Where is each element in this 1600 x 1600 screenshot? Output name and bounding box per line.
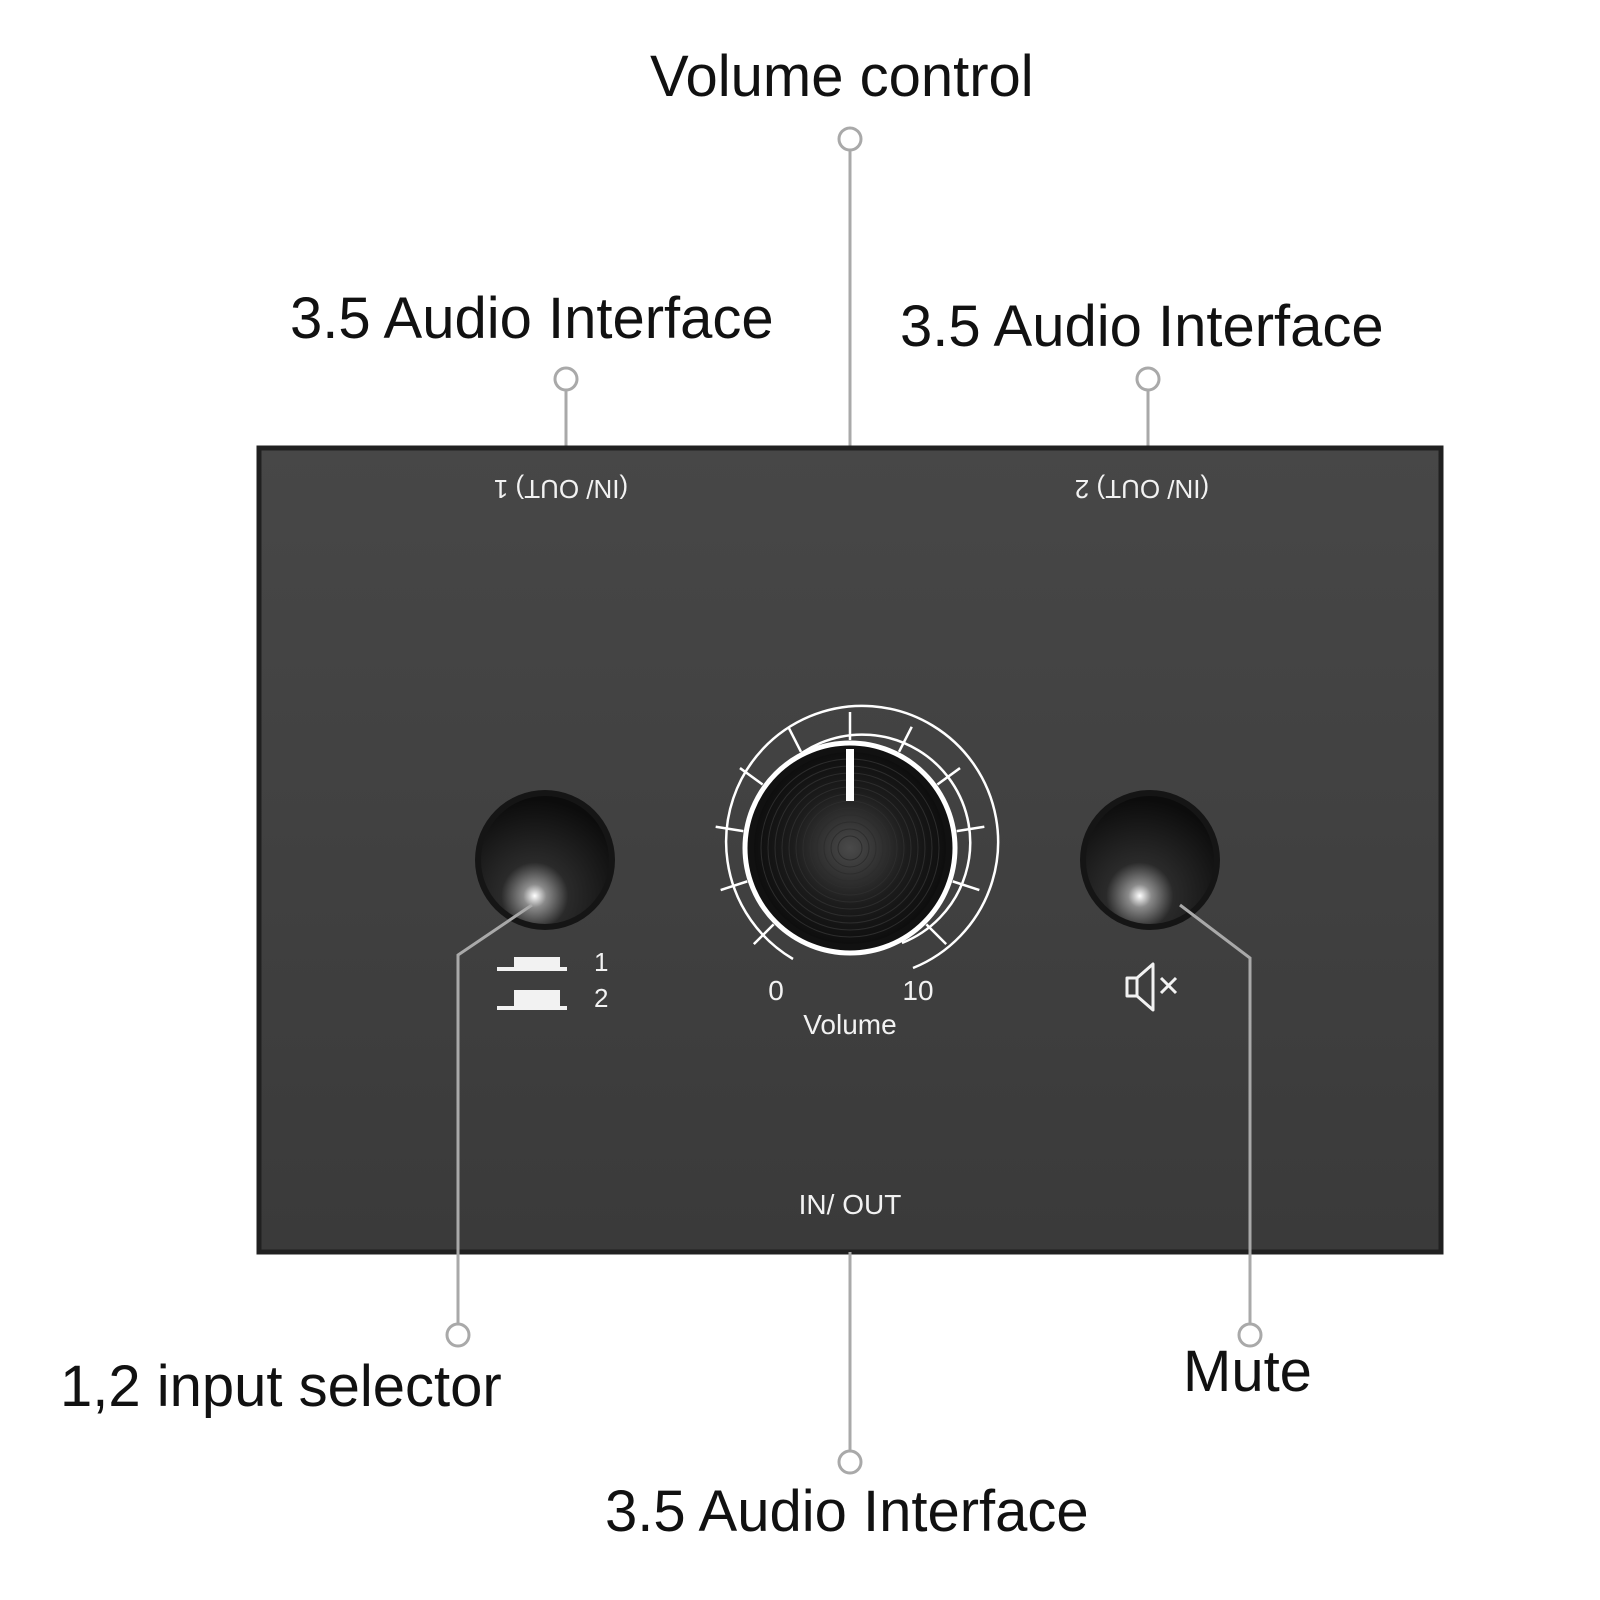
leader-dot-volume [837,126,863,152]
leader-input-selector [456,903,533,1323]
knob-texture-ring [823,821,877,875]
volume-scale-tick [956,825,985,833]
leader-dot-audio-right [1135,366,1161,392]
leader-dot-audio-left [553,366,579,392]
callout-audio-interface-right: 3.5 Audio Interface [900,294,1384,359]
selector-pos-2: 2 [594,983,608,1013]
volume-scale-tick [936,767,961,786]
knob-texture-ring [809,807,891,889]
leader-dot-audio-bottom [837,1449,863,1475]
volume-scale-tick [925,923,948,946]
callout-volume-control: Volume control [650,44,1034,109]
callout-audio-interface-bottom: 3.5 Audio Interface [605,1479,1089,1544]
volume-min-label: 0 [768,975,784,1006]
leader-dots [553,126,1161,392]
volume-scale-tick [897,726,913,753]
volume-scale-tick [739,767,764,786]
selector-pos-1: 1 [594,947,608,977]
lower-leader-dots [445,1322,1263,1475]
bottom-port-label: IN/ OUT [799,1189,902,1220]
volume-label: Volume [803,1009,896,1040]
knob-texture-ring [830,828,870,868]
mute-button[interactable] [1086,796,1214,924]
knob-texture-ring [837,835,863,861]
callout-input-selector: 1,2 input selector [60,1354,502,1419]
leader-mute [1179,903,1252,1323]
callout-audio-interface-left: 3.5 Audio Interface [290,286,774,351]
knob-texture-ring [816,814,884,882]
leader-dot-input-selector [445,1322,471,1348]
selector-position-icon [497,957,567,1010]
port-label-2: (IN/ OUT) 2 [1075,474,1209,504]
volume-scale-tick [752,923,775,946]
lower-leader-lines [456,903,1252,1450]
leader-dot-mute [1237,1322,1263,1348]
volume-scale-tick [720,880,748,892]
volume-scale-tick [715,825,744,833]
volume-scale-tick [952,880,980,892]
port-label-1: (IN/ OUT) 1 [494,474,628,504]
speaker-mute-icon [1125,962,1178,1012]
volume-scale-tick [787,726,803,753]
volume-knob-indicator [846,749,854,801]
callout-mute: Mute [1183,1339,1312,1404]
volume-max-label: 10 [902,975,933,1006]
input-selector-button[interactable] [481,796,609,924]
